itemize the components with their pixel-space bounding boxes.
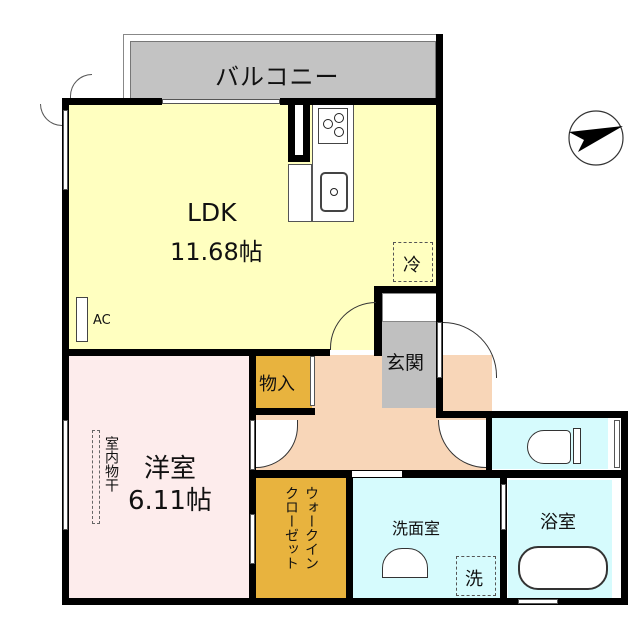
toilet-tank <box>573 428 581 464</box>
balcony: バルコニー <box>130 41 436 100</box>
ldk-label: LDK <box>187 198 237 227</box>
entrance-step <box>382 293 438 322</box>
fridge-space <box>393 242 433 282</box>
balcony-door-swing[interactable] <box>70 74 92 98</box>
fridge-label: 冷 <box>403 255 421 276</box>
ac-unit <box>76 297 88 342</box>
wic-label-col2: クローゼット <box>283 486 299 570</box>
washer-space <box>456 556 496 596</box>
wic-label-col1: ウォークイン <box>303 486 319 570</box>
western-room <box>68 355 250 599</box>
entrance <box>382 320 436 408</box>
washbasin <box>382 548 428 578</box>
indoor-drying-label: 室内物干 <box>103 436 119 492</box>
balcony-label: バルコニー <box>215 63 340 91</box>
side-door-swing[interactable] <box>40 104 62 126</box>
toilet-fixture <box>527 430 571 464</box>
entrance-door-swing[interactable] <box>443 322 497 378</box>
storage-label-2: 物入 <box>259 374 295 395</box>
hallway-storage-overlay <box>256 355 312 411</box>
north-arrow-icon <box>566 108 626 168</box>
stove-icon <box>318 108 348 144</box>
walk-in-closet <box>256 478 346 598</box>
indoor-drying-rack <box>92 430 100 524</box>
kitchen-side-counter <box>288 164 312 222</box>
bathtub <box>518 546 608 590</box>
ldk-size: 11.68帖 <box>170 238 263 266</box>
washer-label: 洗 <box>465 569 483 590</box>
bathroom-label: 浴室 <box>540 512 576 533</box>
sink-icon <box>320 172 348 212</box>
entrance-label: 玄関 <box>386 352 425 374</box>
western-room-label: 洋室 <box>144 454 197 484</box>
washroom <box>352 478 500 598</box>
ac-label: AC <box>93 313 111 328</box>
western-room-size: 6.11帖 <box>128 486 212 516</box>
washroom-label: 洗面室 <box>392 519 441 538</box>
